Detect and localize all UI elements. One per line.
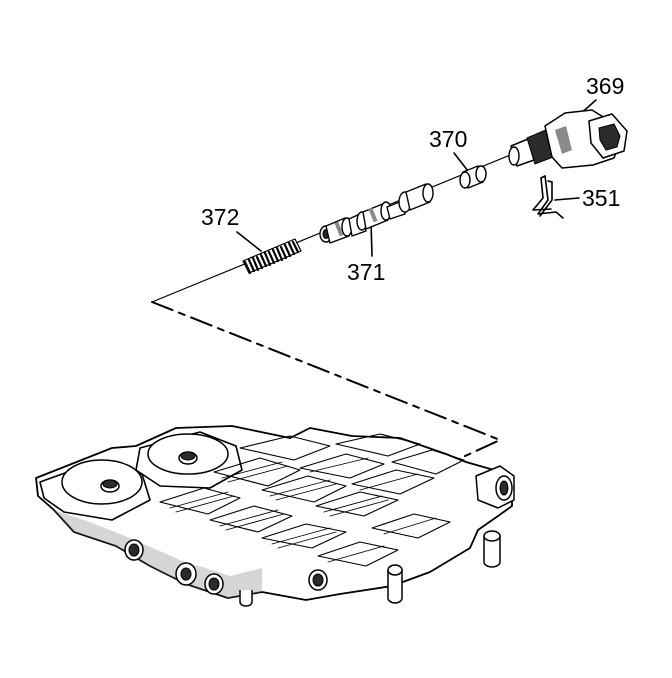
callout-351-label: 351 (582, 185, 620, 211)
solenoid-bore (475, 465, 515, 509)
solenoid-369 (508, 109, 628, 169)
leader-351 (554, 197, 580, 201)
valve-body-housing (35, 425, 515, 607)
spring-372 (242, 238, 302, 275)
callout-369-label: 369 (586, 73, 624, 99)
callout-372-label: 372 (201, 204, 239, 230)
installation-path-line (151, 301, 501, 463)
leader-371 (370, 221, 373, 257)
valve-371 (319, 183, 434, 244)
leader-370 (453, 152, 469, 172)
retainer-clip-351 (532, 175, 564, 219)
valve-370 (459, 165, 487, 189)
leader-372 (236, 231, 262, 252)
callout-371-label: 371 (347, 259, 385, 285)
mounting-bosses (239, 530, 501, 607)
callout-370-label: 370 (429, 126, 467, 152)
side-bores (124, 539, 328, 595)
